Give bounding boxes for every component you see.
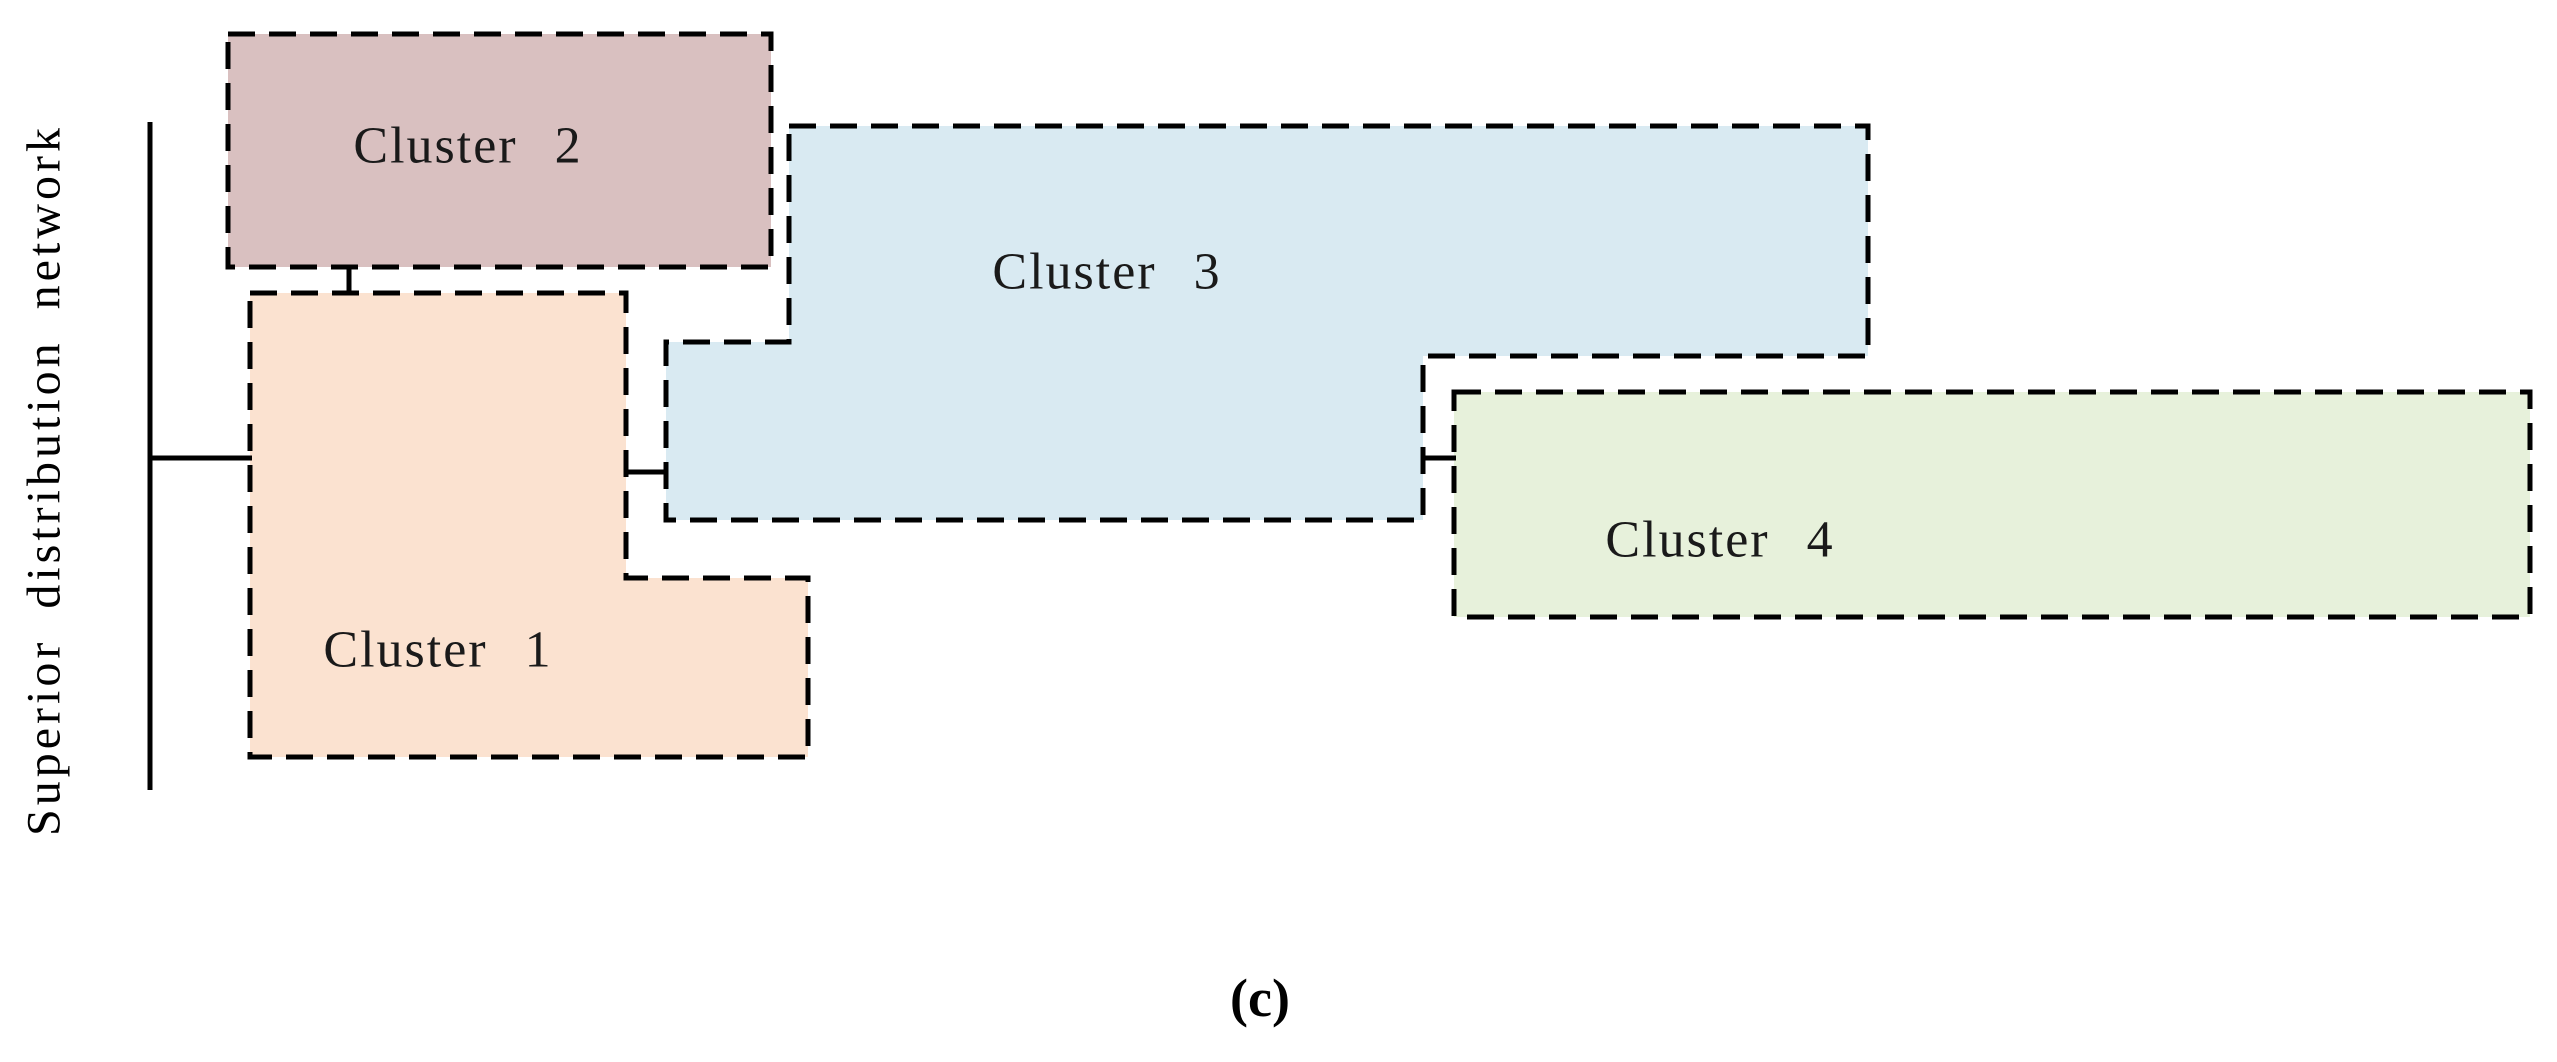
- cluster-4-region: [1451, 389, 2533, 620]
- cluster-2-region: [225, 31, 774, 270]
- cluster-3-region: [663, 123, 1871, 523]
- figure-caption: (c): [1230, 968, 1290, 1028]
- superior-distribution-network-label: Superior distribution network: [17, 124, 71, 836]
- cluster-1-region: [247, 290, 811, 760]
- cluster-2-label: Cluster 2: [353, 117, 583, 175]
- cluster-1-label: Cluster 1: [323, 621, 553, 679]
- cluster-3-label: Cluster 3: [992, 243, 1222, 301]
- cluster-4-label: Cluster 4: [1605, 511, 1835, 569]
